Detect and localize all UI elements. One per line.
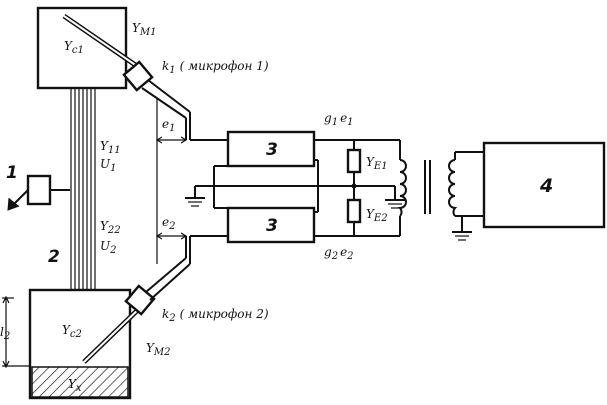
label-y-e2: YE2 [366, 207, 388, 224]
upper-chamber [36, 6, 149, 90]
label-l2: l2 [0, 325, 10, 342]
tube-bundle [70, 88, 96, 290]
microphone-1 [122, 60, 228, 141]
label-y-c2: Yc2 [62, 323, 82, 340]
block-4 [482, 141, 606, 229]
label-amp-top: 3 [266, 140, 278, 160]
amplifier-top-body [226, 130, 316, 168]
label-amp-bottom: 3 [266, 216, 278, 236]
microphone-2 [124, 235, 228, 316]
label-y-x: Yx [68, 377, 82, 394]
label-block-4: 4 [539, 175, 553, 197]
label-e2-left: e2 [162, 215, 175, 232]
label-e1-left: e1 [162, 117, 175, 134]
label-y11: Y11 [100, 139, 121, 156]
sample-region [31, 366, 129, 398]
lower-chamber [28, 288, 148, 400]
label-y-m2: YM2 [146, 341, 171, 358]
label-k2: k2( микрофон 2) [162, 307, 269, 324]
resistor-e2 [346, 198, 362, 224]
resistor-e1 [346, 148, 362, 174]
e2-arrow [155, 232, 188, 240]
label-block-1: 1 [6, 163, 18, 183]
output-wiring [314, 139, 405, 237]
label-k1: k1( микрофон 1) [162, 59, 269, 76]
label-y-e1: YE1 [366, 155, 388, 172]
label-block-2: 2 [48, 247, 60, 267]
label-u2: U2 [100, 239, 117, 256]
transformer [397, 151, 484, 241]
source-1-body [26, 174, 52, 206]
block-4-body [482, 141, 606, 229]
label-y-c1: Yc1 [64, 39, 84, 56]
e1-arrow [155, 136, 188, 144]
l2-dimension [2, 295, 30, 369]
amplifier-bottom [226, 206, 316, 244]
label-u1: U1 [100, 157, 117, 174]
amplifier-top [226, 130, 316, 168]
microphone-1-capsule [122, 60, 154, 92]
label-y22: Y22 [100, 219, 121, 236]
amplifier-bottom-body [226, 206, 316, 244]
source-1 [7, 174, 70, 211]
label-y-m1: YM1 [132, 21, 157, 38]
amplifier-common-ground [185, 165, 318, 209]
